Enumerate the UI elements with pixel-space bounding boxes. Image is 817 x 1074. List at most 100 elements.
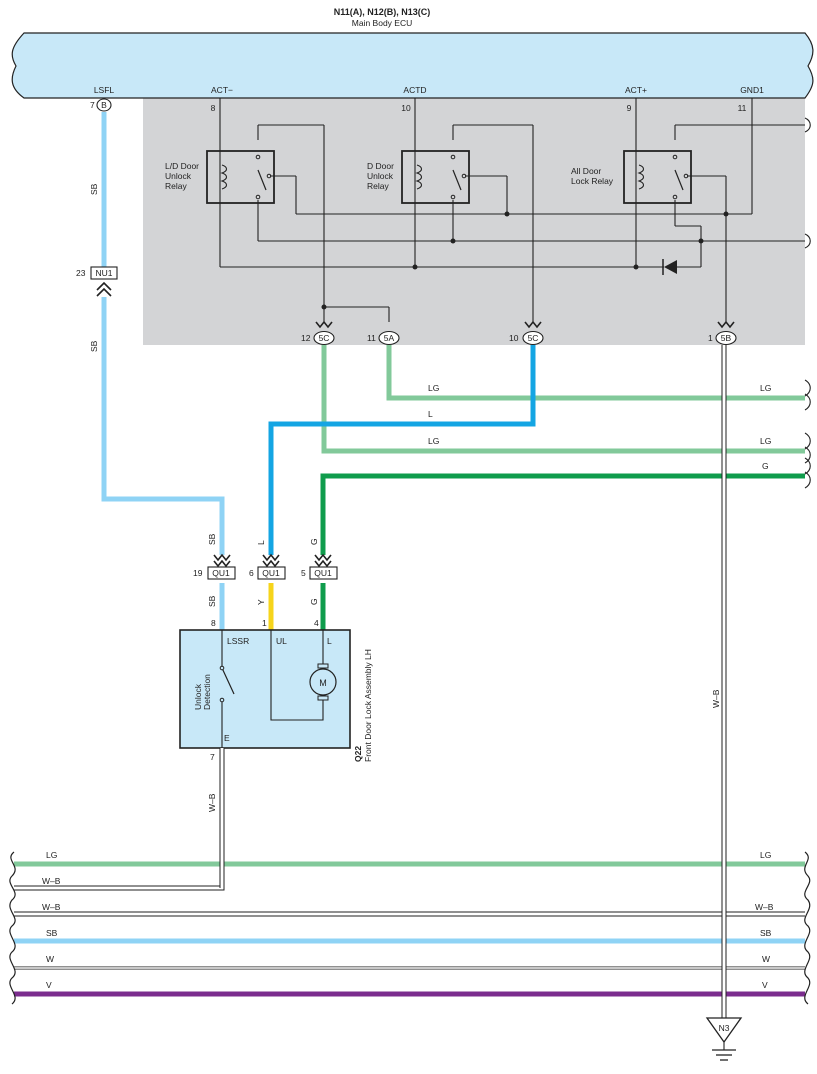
- wire-lg-2: [386, 345, 805, 401]
- component-id: Q22: [353, 746, 363, 762]
- bus-label: SB: [760, 928, 772, 938]
- wire-label: LG: [428, 383, 439, 393]
- ground-icon: N3: [705, 1017, 743, 1061]
- connector-qu1-g: QU1 5: [301, 553, 338, 580]
- diode-icon: [662, 259, 677, 275]
- bus-label: W–B: [42, 902, 61, 912]
- svg-text:19: 19: [193, 568, 203, 578]
- wire-label-vertical: SB: [89, 183, 99, 195]
- svg-text:1: 1: [262, 618, 267, 628]
- pin-number-act-plus: 9: [627, 103, 632, 113]
- svg-text:11: 11: [367, 333, 376, 343]
- connector-nu1: 23 NU1: [76, 266, 118, 297]
- wire-l: [268, 345, 536, 555]
- bus-label: LG: [46, 850, 57, 860]
- wire-label-vertical: Y: [256, 599, 266, 605]
- junction-dots: [321, 211, 729, 310]
- svg-text:5: 5: [301, 568, 306, 578]
- svg-text:12: 12: [301, 333, 311, 343]
- wire-label-vertical: G: [309, 538, 319, 545]
- svg-text:8: 8: [211, 618, 216, 628]
- pin-number-actd: 10: [401, 103, 411, 113]
- bus-label: SB: [46, 928, 58, 938]
- pin-number-gnd1: 11: [738, 103, 747, 113]
- wire-sb-lower: [101, 297, 225, 555]
- wire-label: LG: [428, 436, 439, 446]
- pin-label-act-plus: ACT+: [625, 85, 647, 95]
- bottom-bus-wires: [14, 861, 805, 997]
- svg-text:23: 23: [76, 268, 86, 278]
- wire-label-vertical: SB: [207, 533, 217, 545]
- terminal-12-5c: 5C 12: [301, 320, 335, 346]
- svg-text:5C: 5C: [528, 333, 539, 343]
- connector-qu1-sb: QU1 19: [193, 553, 236, 580]
- wire-label-vertical: W–B: [711, 689, 721, 708]
- wire-label-vertical: L: [256, 540, 266, 545]
- svg-text:5B: 5B: [721, 333, 732, 343]
- pin-e: E: [224, 733, 230, 743]
- pin-number-e: 7: [210, 752, 215, 762]
- pin-lssr: LSSR: [227, 636, 249, 646]
- ecu-header-bar: [11, 32, 814, 99]
- component-name: Front Door Lock Assembly LH: [363, 649, 373, 762]
- connector-lsfl: 7 B: [90, 98, 112, 112]
- ecu-internal-wiring: [219, 98, 805, 322]
- svg-text:7: 7: [90, 100, 95, 110]
- pin-number-act-minus: 8: [211, 103, 216, 113]
- bus-label: V: [46, 980, 52, 990]
- svg-text:B: B: [101, 100, 107, 110]
- terminal-11-5a: 5A 11: [367, 330, 400, 346]
- terminal-10-5c: 5C 10: [509, 320, 544, 346]
- svg-text:1: 1: [708, 333, 713, 343]
- svg-text:NU1: NU1: [95, 268, 112, 278]
- ground-label: N3: [719, 1023, 730, 1033]
- svg-text:5C: 5C: [319, 333, 330, 343]
- ecu-body: [143, 98, 805, 345]
- bus-label: LG: [760, 850, 771, 860]
- bus-label: W–B: [42, 876, 61, 886]
- motor-icon: M: [309, 663, 337, 701]
- bus-label: W: [46, 954, 54, 964]
- svg-text:10: 10: [509, 333, 519, 343]
- svg-text:QU1: QU1: [262, 568, 280, 578]
- svg-text:M: M: [319, 678, 327, 688]
- wire-label: L: [428, 409, 433, 419]
- front-door-lock-assembly: 8 1 4 LSSR UL L E M UnlockDetection Q22 …: [179, 618, 373, 762]
- ecu-subtitle: Main Body ECU: [352, 18, 412, 28]
- pin-label-actd: ACTD: [403, 85, 426, 95]
- pin-label-lsfl: LSFL: [94, 85, 115, 95]
- bus-label: W–B: [755, 902, 774, 912]
- svg-text:5A: 5A: [384, 333, 395, 343]
- svg-text:QU1: QU1: [212, 568, 230, 578]
- wire-label-vertical: G: [309, 598, 319, 605]
- wire-label: G: [762, 461, 769, 471]
- svg-text:6: 6: [249, 568, 254, 578]
- wire-g: [320, 473, 805, 555]
- pin-label-act-minus: ACT−: [211, 85, 233, 95]
- svg-text:QU1: QU1: [314, 568, 332, 578]
- pin-ul: UL: [276, 636, 287, 646]
- wire-label-vertical: SB: [89, 340, 99, 352]
- break-left: [9, 851, 16, 1005]
- pin-l: L: [327, 636, 332, 646]
- switch-label: UnlockDetection: [193, 674, 212, 710]
- terminal-1-5b: 5B 1: [708, 320, 737, 346]
- pin-label-gnd1: GND1: [740, 85, 764, 95]
- wire-lg-1: [321, 345, 805, 454]
- break-right: [804, 851, 811, 1005]
- wire-label-vertical: W–B: [207, 793, 217, 812]
- wire-wb-e: [14, 748, 225, 891]
- wire-label: LG: [760, 436, 771, 446]
- connector-qu1-l: QU1 6: [249, 553, 286, 580]
- bus-label: V: [762, 980, 768, 990]
- wire-label: LG: [760, 383, 771, 393]
- svg-text:4: 4: [314, 618, 319, 628]
- wire-label-vertical: SB: [207, 595, 217, 607]
